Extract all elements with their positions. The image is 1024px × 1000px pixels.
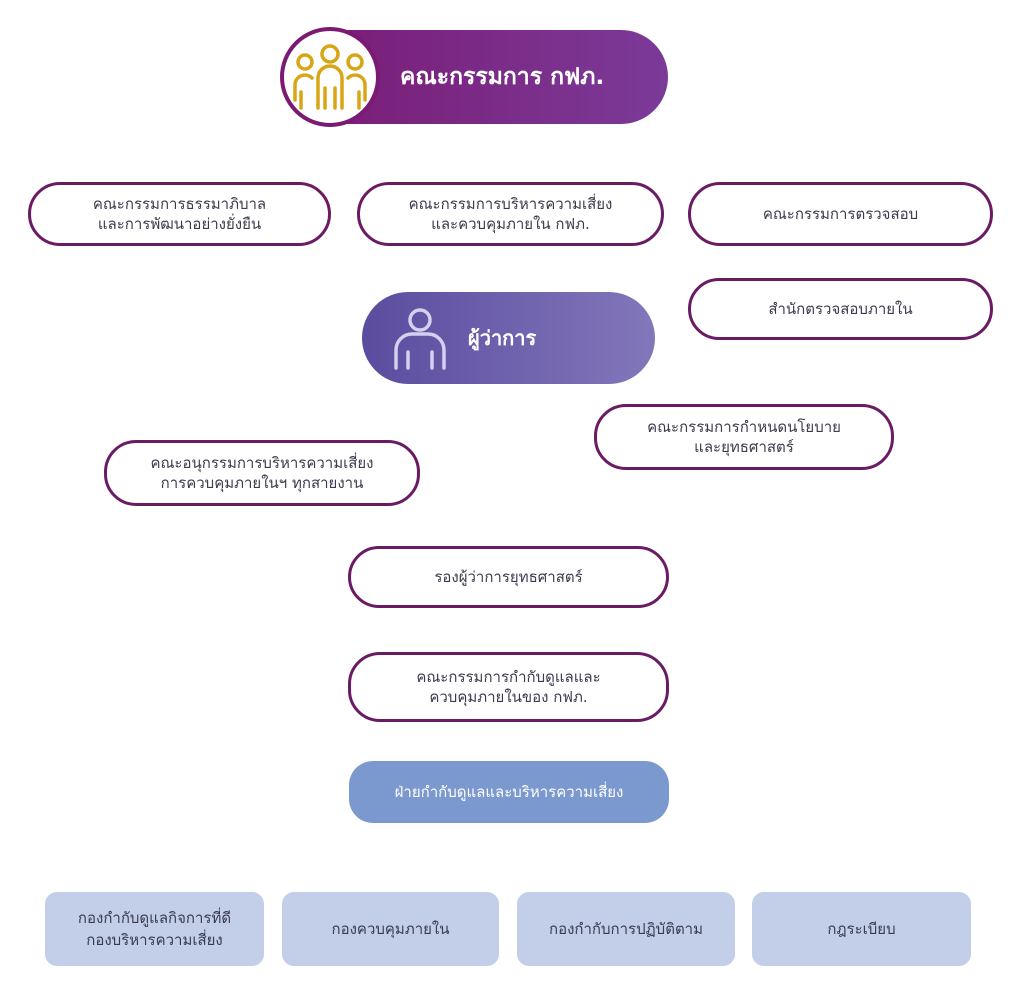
division-label: กองควบคุมภายใน: [331, 920, 450, 938]
division-regulations: กฎระเบียบ: [752, 892, 971, 966]
risk-committee-label: คณะกรรมการบริหารความเสี่ยง และควบคุมภายใ…: [408, 195, 613, 233]
policy-strategy-committee: คณะกรรมการกำหนดนโยบาย และยุทธศาสตร์: [594, 404, 894, 470]
deputy-governor-strategy: รองผู้ว่าการยุทธศาสตร์: [348, 546, 669, 608]
division-internal-control: กองควบคุมภายใน: [282, 892, 499, 966]
risk-management-committee: คณะกรรมการบริหารความเสี่ยง และควบคุมภายใ…: [357, 182, 664, 246]
board-title: คณะกรรมการ กฟภ.: [400, 64, 605, 90]
division-label: กฎระเบียบ: [827, 920, 896, 938]
division-good-governance-risk: กองกำกับดูแลกิจการที่ดี กองบริหารความเสี…: [45, 892, 264, 966]
governance-sustainability-committee: คณะกรรมการธรรมาภิบาล และการพัฒนาอย่างยั่…: [28, 182, 331, 246]
governance-risk-department: ฝ่ายกำกับดูแลและบริหารความเสี่ยง: [349, 761, 669, 823]
board-of-directors-header: คณะกรรมการ กฟภ.: [280, 27, 668, 127]
audit-committee-label: คณะกรรมการตรวจสอบ: [762, 205, 919, 223]
risk-subcommittee-label: คณะอนุกรรมการบริหารความเสี่ยง การควบคุมภ…: [150, 454, 374, 492]
division-compliance: กองกำกับการปฏิบัติตาม: [517, 892, 735, 966]
oversight-internal-control-committee: คณะกรรมการกำกับดูแลและ ควบคุมภายในของ กฟ…: [348, 652, 669, 722]
governance-committee-label: คณะกรรมการธรรมาภิบาล และการพัฒนาอย่างยั่…: [92, 195, 267, 233]
policy-committee-label: คณะกรรมการกำหนดนโยบาย และยุทธศาสตร์: [647, 418, 841, 456]
oversight-committee-label: คณะกรรมการกำกับดูแลและ ควบคุมภายในของ กฟ…: [416, 668, 601, 706]
governor-title: ผู้ว่าการ: [468, 326, 537, 350]
internal-audit-office-label: สำนักตรวจสอบภายใน: [768, 300, 913, 318]
deputy-governor-label: รองผู้ว่าการยุทธศาสตร์: [434, 568, 583, 586]
division-label: กองกำกับดูแลกิจการที่ดี กองบริหารความเสี…: [77, 909, 232, 949]
person-icon: [394, 308, 446, 370]
department-label: ฝ่ายกำกับดูแลและบริหารความเสี่ยง: [394, 783, 624, 801]
people-group-icon: [293, 44, 367, 110]
audit-committee: คณะกรรมการตรวจสอบ: [688, 182, 993, 246]
board-icon-circle: [280, 27, 380, 127]
internal-audit-office: สำนักตรวจสอบภายใน: [688, 278, 993, 340]
risk-subcommittee: คณะอนุกรรมการบริหารความเสี่ยง การควบคุมภ…: [104, 440, 420, 506]
governor-box: ผู้ว่าการ: [362, 292, 655, 384]
division-label: กองกำกับการปฏิบัติตาม: [549, 920, 703, 938]
